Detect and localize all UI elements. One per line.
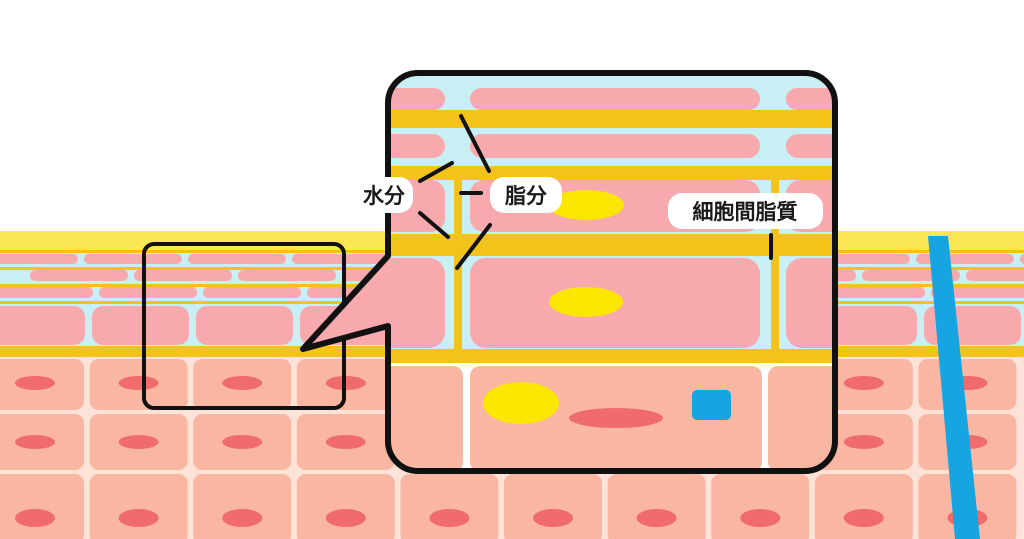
cell-nucleus [118,509,159,527]
magnifier-callout-outline [300,70,838,474]
epidermis-cell [89,474,188,539]
corneocyte-layer [134,270,232,281]
zoom-nucleus [569,408,663,428]
zoom-oil-droplet [549,287,623,317]
epidermis-cell [607,474,706,539]
zoom-lipid-band [303,349,835,363]
oil-leader-upper [459,114,491,173]
label-intercellular-lipid-background [668,193,823,229]
cell-nucleus [15,509,55,527]
corneocyte-layer [188,254,286,264]
corneocyte-layer [238,270,336,281]
corneocyte-layer [827,287,925,298]
cell-nucleus [15,376,55,390]
corneocyte-layer [292,254,390,264]
zoom-corneocyte [786,134,835,158]
cell-nucleus [222,435,263,449]
zoom-corneocyte [470,88,760,110]
corneocyte [92,306,189,345]
zoom-oil-droplet [483,382,559,424]
corneocyte [196,306,293,345]
corneocyte-layer [30,270,128,281]
cell-nucleus [118,435,159,449]
corneocyte-layer [0,287,93,298]
corneocyte-layer [203,287,301,298]
cell-nucleus [325,509,366,527]
epidermis-cell [814,474,913,539]
cell-nucleus [325,435,366,449]
zoom-lipid-band [303,166,835,180]
zoom-lipid-gap [771,180,779,350]
cell-nucleus [222,509,263,527]
water-leader-lower [418,211,450,239]
cell-nucleus [533,509,573,527]
hair-strand [928,236,980,539]
corneocyte-layer [84,254,182,264]
epidermis-cell [0,474,84,539]
zoom-corneocyte [470,134,760,158]
zoom-lipid-band [303,110,835,128]
label-oil-text: 脂分 [505,184,547,208]
corneocyte-layer [0,254,78,264]
epidermis-cell [296,474,395,539]
zoom-blue-granule [692,390,731,420]
oil-leader-lower [455,223,492,270]
corneocyte-layer [966,270,1024,281]
water-leader-upper [418,161,454,183]
corneocyte-layer [1020,254,1024,264]
zoom-corneocyte [786,88,835,110]
label-water: 水分 [355,177,413,213]
corneocyte [0,306,85,345]
label-intercellular-lipid-text: 細胞間脂質 [693,200,798,224]
zoom-lipid-band [303,234,835,256]
cell-nucleus [843,376,884,390]
cell-nucleus [636,509,677,527]
corneocyte [820,306,917,345]
zoom-epidermis-cell [768,366,835,471]
cell-nucleus [222,376,263,390]
zoom-oil-droplet [548,190,624,220]
cell-nucleus [15,435,55,449]
cell-nucleus [429,509,470,527]
label-oil-background [490,177,562,213]
cell-nucleus [843,509,884,527]
label-water-background [355,177,413,213]
cell-nucleus [740,509,781,527]
epidermis-cell [193,474,292,539]
label-intercellular-lipid: 細胞間脂質 [668,193,823,229]
epidermis-cell [504,474,602,539]
label-water-text: 水分 [363,184,405,208]
cell-nucleus [118,376,159,390]
label-oil: 脂分 [490,177,562,213]
epidermis-cell [400,474,499,539]
zoom-corneocyte [786,258,835,348]
epidermis-cell [711,474,810,539]
cell-nucleus [843,435,884,449]
corneocyte-layer [99,287,197,298]
